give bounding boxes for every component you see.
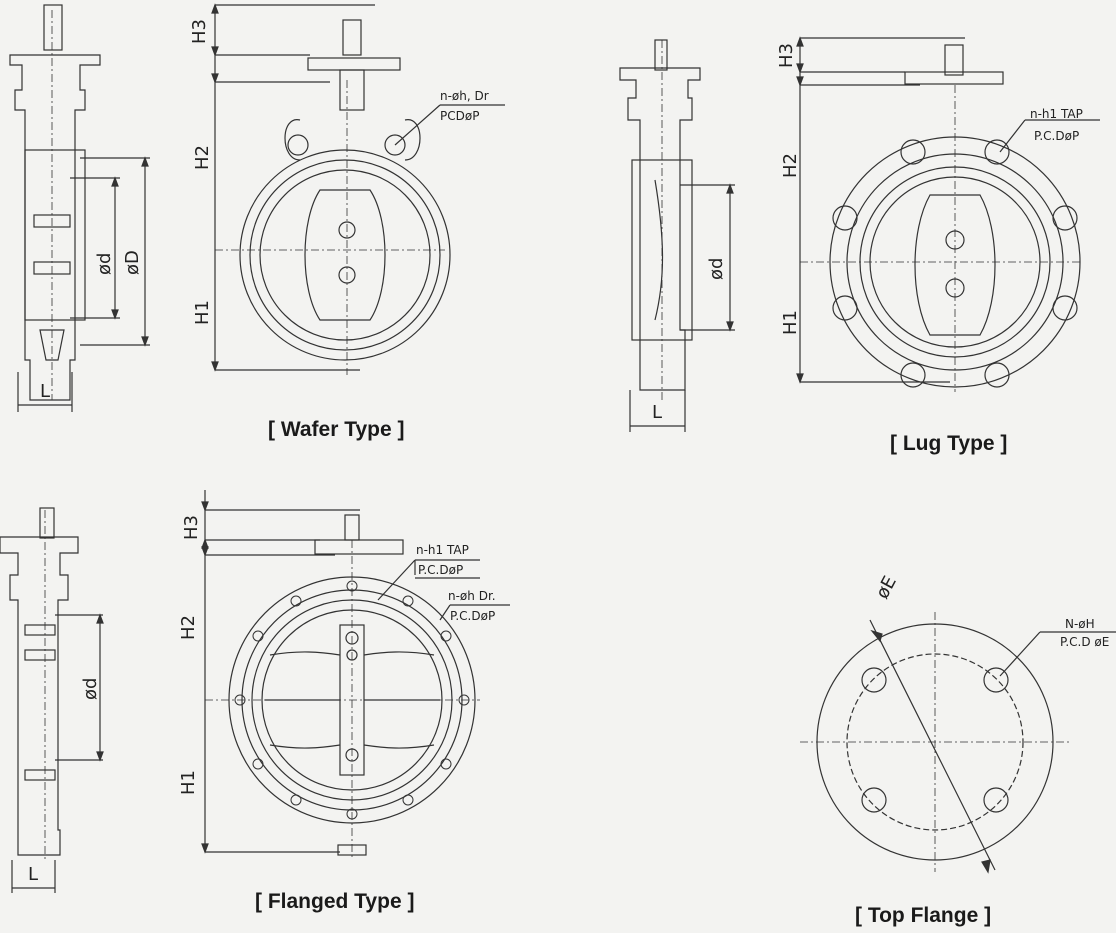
top-flange-view (800, 612, 1116, 874)
flanged-front-view (201, 490, 510, 858)
top-flange-caption: [ Top Flange ] (855, 904, 991, 927)
wafer-l-label: L (40, 381, 50, 402)
flanged-side-view (0, 507, 104, 893)
lug-h3-label: H3 (776, 43, 797, 68)
wafer-h2-label: H2 (192, 145, 213, 170)
lug-side-view (619, 39, 735, 432)
wafer-front-view (211, 3, 505, 375)
lug-tap-note: n-h1 TAP (1030, 107, 1083, 121)
wafer-od-label: ød (94, 253, 115, 275)
flanged-l-label: L (28, 864, 38, 885)
flanged-type-caption: [ Flanged Type ] (255, 890, 414, 913)
flanged-hole-pcd-note: P.C.DøP (450, 609, 495, 623)
top-flange-hole-note: N-øH (1065, 617, 1095, 631)
top-flange-pcd-note: P.C.D øE (1060, 635, 1109, 649)
lug-h1-label: H1 (780, 310, 801, 335)
lug-pcd-note: P.C.DøP (1034, 129, 1079, 143)
wafer-type-caption: [ Wafer Type ] (268, 418, 405, 441)
lug-h2-label: H2 (780, 153, 801, 178)
flanged-h3-label: H3 (181, 515, 202, 540)
lug-od-label: ød (706, 258, 727, 280)
wafer-pcd-note: PCDøP (440, 109, 479, 123)
top-flange-oE-label: øE (872, 573, 901, 603)
flanged-h2-label: H2 (178, 615, 199, 640)
flanged-tap-pcd-note: P.C.DøP (418, 563, 463, 577)
flanged-tap-note: n-h1 TAP (416, 543, 469, 557)
flanged-hole-note: n-øh Dr. (448, 589, 496, 603)
lug-l-label: L (652, 402, 662, 423)
wafer-oD-label: øD (122, 250, 143, 275)
wafer-hole-note: n-øh, Dr (440, 89, 489, 103)
wafer-h3-label: H3 (189, 19, 210, 44)
flanged-h1-label: H1 (178, 770, 199, 795)
flanged-od-label: ød (80, 678, 101, 700)
lug-type-caption: [ Lug Type ] (890, 432, 1007, 455)
wafer-h1-label: H1 (192, 300, 213, 325)
wafer-side-view (9, 4, 150, 412)
lug-front-view (796, 36, 1100, 392)
